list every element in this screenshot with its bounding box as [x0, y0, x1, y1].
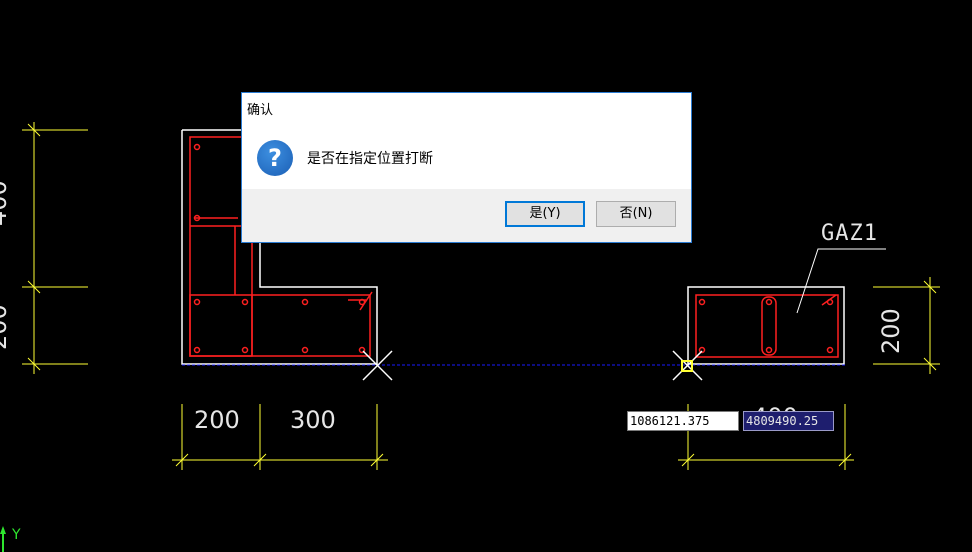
- left-vertical-dimension: [22, 122, 88, 374]
- left-dim-200: 200: [0, 304, 12, 350]
- right-vertical-dimension: [873, 277, 940, 374]
- ucs-y-label: Y: [12, 527, 21, 543]
- bottom-dim-300: 300: [290, 406, 336, 434]
- no-button[interactable]: 否(N): [596, 201, 676, 227]
- ucs-icon: [0, 526, 6, 552]
- right-dim-200: 200: [877, 308, 905, 354]
- cursor-crosshair: [672, 350, 703, 381]
- left-dim-400: 400: [0, 180, 12, 226]
- column-label: GAZ1: [821, 221, 878, 246]
- break-point-cross-left: [362, 350, 393, 381]
- dialog-message: 是否在指定位置打断: [307, 151, 433, 167]
- coordinate-y-input[interactable]: 4809490.25: [743, 411, 834, 431]
- dialog-body: ? 是否在指定位置打断: [242, 123, 691, 191]
- question-icon: ?: [257, 140, 293, 176]
- right-rebar: [695, 294, 839, 358]
- confirm-dialog: 确认 ? 是否在指定位置打断 是(Y) 否(N): [241, 92, 692, 243]
- yes-button[interactable]: 是(Y): [505, 201, 585, 227]
- bottom-dimension-left: [172, 404, 388, 470]
- coordinate-x-input[interactable]: 1086121.375: [627, 411, 739, 431]
- bottom-dim-200: 200: [194, 406, 240, 434]
- dialog-footer: 是(Y) 否(N): [242, 189, 691, 242]
- right-column-outline: [687, 286, 845, 365]
- label-leader-line: [796, 248, 886, 314]
- snap-marker: [681, 360, 693, 372]
- dialog-title: 确认: [247, 103, 274, 118]
